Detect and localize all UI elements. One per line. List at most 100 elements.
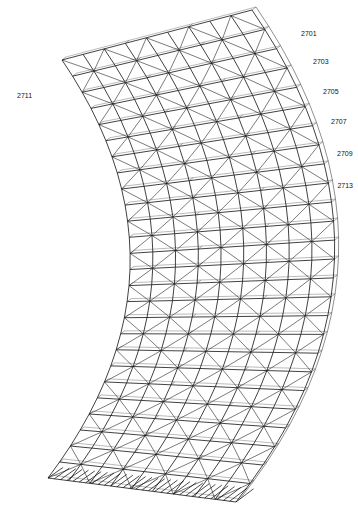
mesh-line [289,261,311,279]
mesh-line [111,365,133,367]
mesh-line [116,349,138,350]
mesh-line [117,447,138,449]
mesh-line [224,420,246,422]
mesh-line [238,370,245,388]
mesh-line [319,145,324,164]
mesh-line [129,284,152,286]
mesh-line [265,68,287,73]
mesh-line [177,491,198,494]
mesh-line [266,243,289,245]
mesh-line [316,256,339,257]
mesh-line [124,417,133,434]
mesh-line [192,436,214,438]
mesh-line [229,136,245,157]
mesh-line [121,116,143,120]
mesh-line [135,452,156,454]
mesh-line [261,190,264,208]
mesh-line [153,267,176,268]
mesh-line [200,210,223,212]
mesh-line [256,334,279,335]
mesh-line [286,279,311,298]
mesh-line [317,123,323,142]
mesh-line [328,180,332,183]
mesh-line [178,351,184,368]
mesh-line [257,151,274,172]
mesh-line [140,170,144,187]
mesh-line [305,104,309,107]
mesh-line [206,334,234,351]
mesh-line [192,300,195,317]
mesh-line [150,300,173,302]
mesh-line [234,175,238,193]
mesh-line [260,316,283,317]
mesh-line [263,447,275,466]
mesh-line [142,478,158,490]
mesh-line [157,264,180,265]
mesh-line [331,278,333,297]
mesh-line [150,133,156,150]
mesh-line [212,63,244,77]
mesh-line [297,84,301,87]
mesh-line [264,206,287,208]
mesh-line [156,91,178,96]
mesh-line [128,116,143,137]
mesh-line [189,181,193,198]
mesh-line [336,199,338,218]
mesh-line [198,248,221,267]
mesh-line [263,297,286,299]
mesh-line [102,450,113,467]
mesh-line [179,50,211,63]
mesh-line [288,225,312,242]
mesh-line [150,129,172,133]
mesh-line [165,474,186,476]
mesh-line [121,318,125,334]
mesh-line [220,423,232,443]
mesh-line [167,181,190,184]
mesh-line [267,352,273,370]
mesh-line [266,245,267,263]
mesh-line [222,352,251,369]
mesh-line [104,88,113,104]
mesh-line [220,265,221,282]
mesh-line [224,225,247,227]
mesh-line [251,352,267,371]
mesh-line [129,270,130,286]
mesh-line [97,398,119,399]
mesh-line [117,173,121,189]
mesh-line [311,221,334,223]
mesh-line [244,263,267,264]
mesh-line [338,218,339,237]
mesh-line [124,301,149,318]
mesh-line [241,299,261,316]
mesh-line [195,299,218,301]
mesh-line [201,40,222,45]
mesh-line [212,175,235,178]
mesh-line [264,385,286,387]
mesh-line [264,426,275,446]
mesh-line [278,334,301,335]
mesh-line [105,382,127,383]
mesh-line [202,245,225,247]
mesh-line [179,229,202,231]
mesh-line [302,164,325,167]
mesh-line [134,153,139,169]
mesh-line [127,301,150,303]
mesh-line [137,55,158,60]
mesh-line [200,82,222,87]
mesh-line [265,73,274,92]
mesh-line [130,236,152,254]
mesh-line [233,316,260,334]
mesh-line [218,193,238,213]
mesh-line [295,391,304,410]
mesh-line [185,403,207,404]
mesh-line [200,86,209,104]
mesh-line [266,225,289,227]
mesh-line [128,221,152,235]
mesh-line [279,84,301,88]
mesh-line [313,126,319,145]
mesh-line [153,251,176,269]
mesh-line [243,246,244,264]
mesh-line [306,161,329,164]
mesh-line [324,164,328,183]
mesh-line [283,188,309,204]
